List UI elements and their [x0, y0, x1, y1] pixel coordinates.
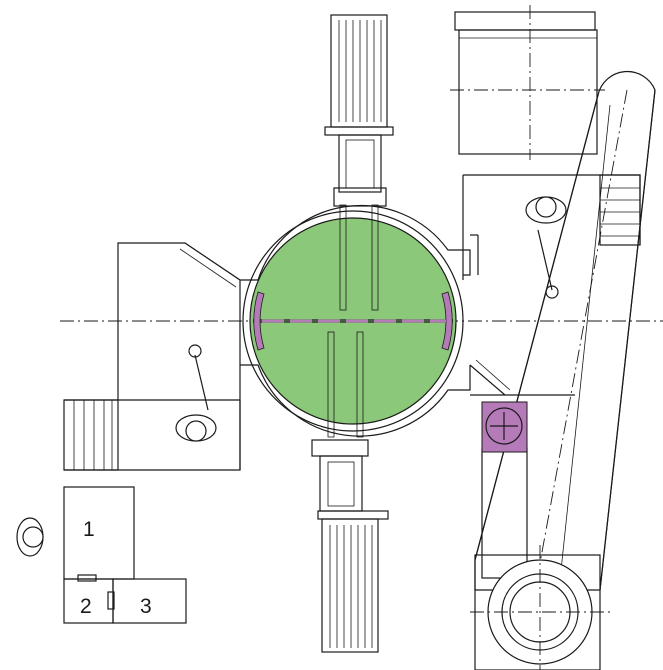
station-label-2: 2 [80, 595, 92, 618]
magenta-motor [481, 401, 528, 453]
bottom-feed-unit [311, 439, 389, 653]
magenta-pad-left [253, 291, 265, 351]
station-boxes [63, 486, 187, 624]
inclined-conveyor [474, 70, 656, 591]
magenta-pad-right [441, 291, 453, 351]
station-label-3: 3 [140, 595, 152, 618]
top-feed-unit [324, 14, 394, 207]
bottom-right-equipment [470, 447, 610, 670]
right-stairs [599, 174, 641, 246]
left-platform [64, 242, 241, 471]
operator-far-left [16, 517, 44, 557]
station-label-1: 1 [83, 518, 95, 541]
central-chamber [240, 204, 471, 438]
left-stairs [63, 399, 119, 471]
top-right-machine [450, 5, 605, 160]
operator-left [175, 344, 217, 442]
tie-rods [327, 204, 379, 438]
operator-right [525, 196, 567, 299]
